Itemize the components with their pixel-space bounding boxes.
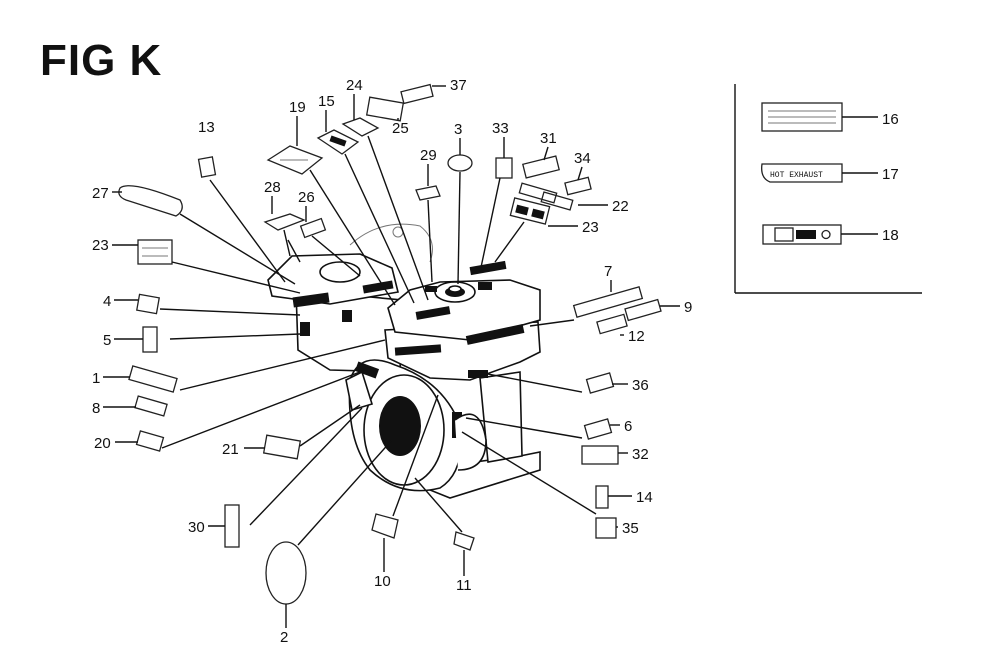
decal-30 <box>224 407 363 548</box>
decal-8 <box>134 395 168 417</box>
label-18-decal <box>762 224 878 245</box>
decal-4 <box>136 293 301 316</box>
decal-15 <box>316 129 415 304</box>
callout-34: 34 <box>574 150 591 167</box>
callout-35: 35 <box>622 520 639 537</box>
decal-26 <box>299 217 361 277</box>
decal-34 <box>564 176 592 196</box>
callout-29: 29 <box>420 147 437 164</box>
decal-21 <box>262 404 361 460</box>
inset-panel: HOT EXHAUST <box>734 84 922 294</box>
callout-27: 27 <box>92 185 109 202</box>
decal-19 <box>266 145 396 306</box>
callout-10: 10 <box>374 573 391 590</box>
callout-2: 2 <box>280 629 288 646</box>
decal-11 <box>414 477 475 551</box>
callout-14: 14 <box>636 489 653 506</box>
decals-and-leaders <box>118 83 662 605</box>
callout-13: 13 <box>198 119 215 136</box>
callout-25: 25 <box>392 120 409 137</box>
callout-12: 12 <box>628 328 645 345</box>
callout-32: 32 <box>632 446 649 463</box>
callout-33: 33 <box>492 120 509 137</box>
decal-13 <box>197 156 286 283</box>
callout-20: 20 <box>94 435 111 452</box>
callout-numbers: 13 27 23 4 5 1 8 20 21 30 2 10 11 28 26 … <box>92 77 899 646</box>
decal-5 <box>142 326 301 353</box>
decal-25 <box>365 96 405 122</box>
callout-21: 21 <box>222 441 239 458</box>
callout-28: 28 <box>264 179 281 196</box>
decal-27 <box>118 185 296 285</box>
callout-37: 37 <box>450 77 467 94</box>
engine-illustration <box>267 223 541 499</box>
decal-12 <box>596 313 628 335</box>
decal-14 <box>595 485 609 509</box>
callout-16: 16 <box>882 111 899 128</box>
callout-8: 8 <box>92 400 100 417</box>
decal-32 <box>581 445 619 465</box>
label-16-decal <box>761 102 878 132</box>
callout-5: 5 <box>103 332 111 349</box>
callout-3: 3 <box>454 121 462 138</box>
decal-31 <box>522 155 560 179</box>
callout-36: 36 <box>632 377 649 394</box>
decal-3 <box>447 154 473 285</box>
callout-26: 26 <box>298 189 315 206</box>
callout-19: 19 <box>289 99 306 116</box>
callout-30: 30 <box>188 519 205 536</box>
decal-20 <box>135 369 366 452</box>
decal-33 <box>479 157 513 273</box>
decal-23-right <box>494 197 551 263</box>
callout-18: 18 <box>882 227 899 244</box>
callout-23-left: 23 <box>92 237 109 254</box>
decal-7 <box>529 286 644 327</box>
callout-7: 7 <box>604 263 612 280</box>
decal-1 <box>128 339 386 393</box>
decal-37 <box>400 83 434 105</box>
decal-23-left <box>137 239 301 294</box>
callout-23-right: 23 <box>582 219 599 236</box>
callout-17: 17 <box>882 166 899 183</box>
decal-36 <box>487 372 615 394</box>
figure-title: FIG K <box>40 36 163 85</box>
decal-28 <box>263 213 306 257</box>
decal-9 <box>624 298 662 322</box>
callout-31: 31 <box>540 130 557 147</box>
hot-exhaust-text: HOT EXHAUST <box>770 171 823 180</box>
callout-24: 24 <box>346 77 363 94</box>
decal-29 <box>415 185 441 283</box>
callout-6: 6 <box>624 418 632 435</box>
callout-11: 11 <box>456 577 472 594</box>
callout-4: 4 <box>103 293 111 310</box>
callout-22: 22 <box>612 198 629 215</box>
decal-35 <box>461 431 617 539</box>
callout-15: 15 <box>318 93 335 110</box>
decal-6 <box>465 417 613 440</box>
decal-22 <box>518 182 574 211</box>
label-17-decal: HOT EXHAUST <box>761 163 878 183</box>
decal-10 <box>371 394 439 539</box>
callout-1: 1 <box>92 370 100 387</box>
callout-9: 9 <box>684 299 692 316</box>
